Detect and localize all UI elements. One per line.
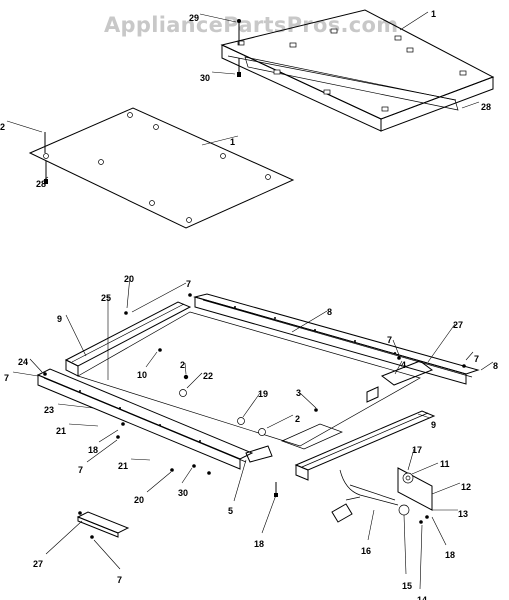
leader-line [65, 314, 87, 357]
callout-number: 8 [493, 361, 498, 371]
leader-line [419, 524, 423, 590]
callout-number: 22 [203, 371, 213, 381]
callout-number: 15 [402, 581, 412, 591]
callout-number: 19 [258, 389, 268, 399]
leader-line [394, 360, 403, 375]
callout-number: 17 [412, 445, 422, 455]
leader-line [57, 403, 94, 409]
callout-number: 25 [101, 293, 111, 303]
callout-number: 27 [453, 320, 463, 330]
leader-line [392, 339, 400, 356]
leader-line [261, 494, 277, 534]
callout-number: 21 [118, 461, 128, 471]
callout-number: 24 [18, 357, 28, 367]
leader-lines [6, 11, 494, 590]
top-panel-left [28, 107, 295, 229]
callout-number: 16 [361, 546, 371, 556]
leader-line [131, 282, 187, 313]
bracket-assembly [331, 467, 433, 524]
callout-number: 7 [117, 575, 122, 585]
leader-line [291, 310, 328, 333]
leader-line [86, 439, 118, 463]
top-panel-upper [220, 9, 495, 132]
leader-line [407, 448, 415, 471]
leader-line [242, 392, 261, 418]
callout-number: 7 [186, 279, 191, 289]
callout-number: 28 [36, 179, 46, 189]
leader-line [367, 509, 375, 541]
leader-line [146, 471, 172, 493]
callout-number: 2 [0, 122, 5, 132]
leader-line [181, 467, 193, 484]
callout-number: 18 [254, 539, 264, 549]
leader-line [29, 358, 43, 373]
callout-number: 7 [78, 465, 83, 475]
callout-number: 29 [189, 13, 199, 23]
leader-line [233, 459, 247, 502]
leader-line [461, 101, 480, 109]
callout-number: 9 [57, 314, 62, 324]
leader-line [431, 482, 461, 495]
callout-number: 18 [88, 445, 98, 455]
leader-line [480, 361, 494, 371]
callout-number: 2 [295, 414, 300, 424]
leader-line [130, 458, 151, 461]
callout-number: 28 [481, 102, 491, 112]
leader-line [12, 371, 39, 377]
leader-line [211, 71, 236, 75]
leader-line [399, 11, 429, 31]
leader-line [199, 13, 237, 23]
callout-number: 13 [458, 509, 468, 519]
callout-number: 7 [387, 335, 392, 345]
callout-number: 5 [228, 506, 233, 516]
callout-number: 9 [431, 420, 436, 430]
callout-number: 30 [200, 73, 210, 83]
callout-number: 11 [440, 459, 450, 469]
callout-number: 8 [327, 307, 332, 317]
leader-line [45, 520, 83, 555]
leader-line [427, 323, 456, 363]
leader-line [6, 120, 43, 133]
bottom-bracket [76, 511, 130, 539]
callout-number: 27 [33, 559, 43, 569]
leader-line [186, 372, 203, 389]
leader-line [126, 275, 131, 309]
callout-number: 3 [296, 388, 301, 398]
leader-line [43, 176, 49, 181]
leader-line [403, 514, 407, 575]
callout-number: 1 [431, 9, 436, 19]
leader-line [184, 362, 187, 375]
leader-line [465, 351, 474, 361]
leader-line [299, 392, 317, 409]
leader-line [93, 539, 121, 570]
callout-number: 1 [230, 137, 235, 147]
leader-line [145, 351, 158, 368]
callout-number: 4 [401, 360, 406, 370]
callout-number: 7 [474, 354, 479, 364]
callout-number: 10 [137, 370, 147, 380]
callout-number: 20 [124, 274, 134, 284]
watermark-text: AppliancePartsPros.com [104, 13, 398, 37]
callout-number: 12 [461, 482, 471, 492]
callout-number: 7 [4, 373, 9, 383]
callout-number: 23 [44, 405, 54, 415]
callout-number: 30 [178, 488, 188, 498]
leader-line [201, 135, 239, 146]
callout-number: 2 [180, 360, 185, 370]
leader-line [68, 423, 99, 427]
callout-number: 21 [56, 426, 66, 436]
leader-line [431, 516, 447, 546]
frame-assembly [36, 293, 480, 497]
leader-line [411, 462, 439, 475]
callout-number: 18 [445, 550, 455, 560]
leader-line [266, 414, 294, 429]
callout-number: 20 [134, 495, 144, 505]
callout-number: 14 [417, 595, 427, 600]
leader-line [98, 429, 119, 443]
leader-line [417, 413, 431, 419]
